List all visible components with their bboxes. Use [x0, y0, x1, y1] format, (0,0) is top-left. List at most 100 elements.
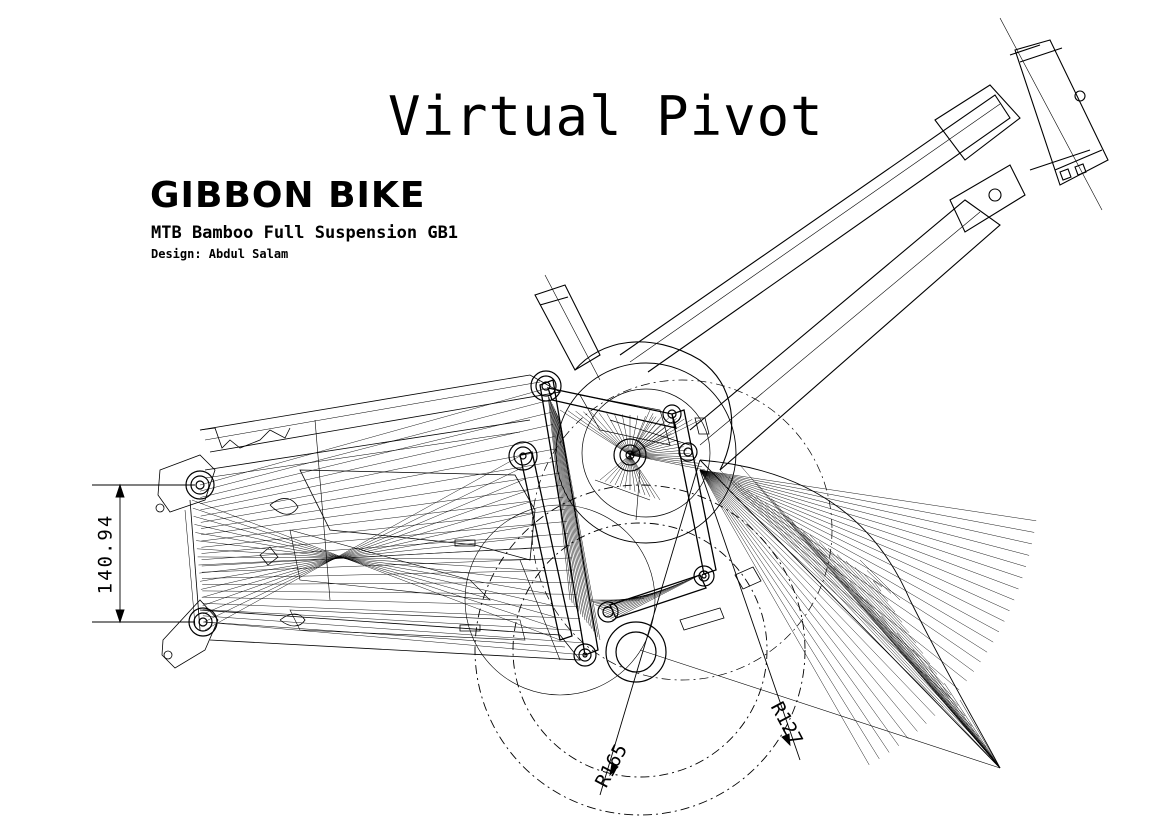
ray-line [699, 469, 960, 691]
ray-line [629, 454, 641, 494]
ray-line [201, 557, 572, 573]
ray-line [629, 454, 651, 497]
bottom-bracket [605, 621, 667, 683]
ray-line [881, 615, 1001, 769]
ray-line [195, 532, 551, 595]
ray-line [198, 547, 541, 566]
model-description: MTB Bamboo Full Suspension GB1 [151, 223, 459, 243]
ray-line [200, 436, 555, 511]
ray-line [896, 632, 1001, 769]
ray-line [629, 453, 690, 456]
ray-line [200, 472, 560, 529]
ray-line [699, 469, 909, 739]
ray-line [200, 399, 550, 492]
ray-line [699, 469, 1027, 567]
ray-line [621, 414, 631, 456]
ray-line [629, 454, 693, 457]
ray-line [629, 418, 677, 456]
ray-line [559, 419, 601, 641]
ray-line [557, 414, 594, 632]
ray-line [699, 469, 880, 760]
ray-line [193, 516, 556, 618]
ray-line [599, 454, 631, 481]
ray-line [629, 454, 696, 461]
ray-line [194, 524, 553, 606]
ray-line [699, 469, 870, 766]
pivot-upper-main [530, 370, 562, 402]
rear-stays [155, 374, 581, 669]
ray-line [201, 496, 564, 542]
ray-line [629, 416, 654, 456]
ray-line [204, 467, 523, 623]
ray-line [629, 419, 701, 456]
ray-line [863, 573, 889, 602]
ray-line [629, 416, 657, 456]
ray-line [552, 405, 584, 618]
ray-line [728, 476, 994, 758]
linkage-path-rays [191, 387, 1037, 769]
ray-line [200, 424, 554, 504]
ray-line [629, 454, 646, 496]
ray-line [200, 513, 533, 590]
ray-line [608, 578, 692, 618]
ray-line [605, 581, 683, 615]
ray-line [699, 469, 944, 708]
ray-line [699, 469, 1000, 633]
ray-line [959, 699, 1001, 769]
ray-line [912, 649, 1001, 769]
ray-line [699, 469, 927, 724]
ray-line [699, 469, 981, 663]
designer-credit: Design: Abdul Salam [151, 247, 289, 261]
ray-line [558, 416, 596, 635]
dimension-radius-leaders [599, 459, 801, 796]
ray-line [606, 413, 631, 456]
ray-line [548, 396, 573, 603]
ray-line [555, 411, 590, 626]
ray-line [201, 545, 570, 567]
ray-line [197, 556, 543, 560]
ray-line [818, 548, 1001, 769]
ray-line [629, 419, 693, 456]
ray-line [201, 509, 565, 548]
ray-line [200, 448, 557, 517]
ray-line [629, 417, 662, 456]
ray-line [610, 576, 696, 619]
ray-line [202, 590, 577, 595]
ray-line [202, 615, 584, 644]
ray-line [604, 454, 631, 482]
ray-line [786, 515, 1001, 769]
ray-line [199, 536, 538, 574]
ray-line [607, 580, 688, 616]
ray-line [202, 490, 528, 606]
ray-line [629, 454, 636, 492]
ray-line [204, 455, 521, 631]
ray-line [196, 548, 546, 572]
pivot-shock-lower [693, 565, 715, 587]
ray-line [699, 469, 1019, 590]
ray-line [550, 400, 577, 609]
ray-line [558, 418, 599, 638]
ray-line [624, 454, 631, 489]
ray-line [629, 443, 681, 456]
ray-line [699, 469, 1015, 601]
ray-line [201, 533, 569, 560]
ray-line [202, 621, 586, 656]
ray-line [699, 469, 918, 732]
construction-lines [314, 419, 651, 661]
ray-line [719, 469, 1001, 769]
ray-line [629, 454, 699, 464]
ray-line [201, 484, 562, 536]
ray-line [199, 387, 549, 486]
ray-line [203, 478, 526, 615]
ray-line [549, 398, 575, 606]
ray-line [202, 609, 582, 631]
ray-line [567, 410, 631, 456]
ray-line [609, 454, 631, 484]
ray-line [699, 469, 936, 716]
ray-line [201, 501, 531, 598]
ray-line [191, 499, 561, 641]
ray-line [202, 603, 581, 619]
pivot-lower-link [597, 601, 619, 623]
ray-line [699, 469, 1032, 545]
ray-line [849, 582, 1001, 769]
